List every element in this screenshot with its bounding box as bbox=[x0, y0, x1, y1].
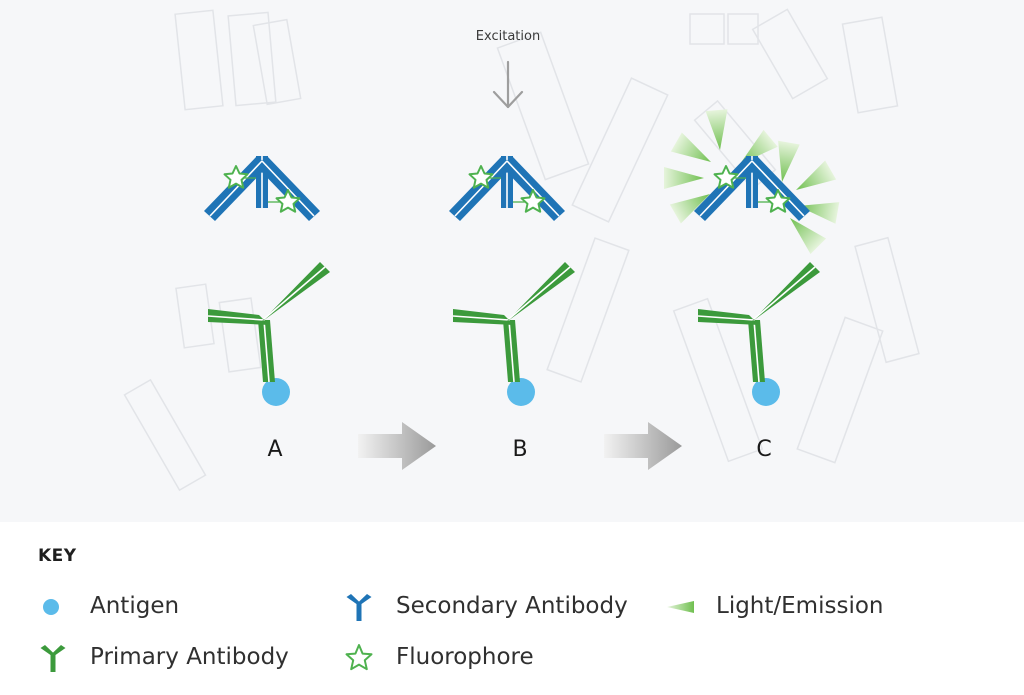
key-title: KEY bbox=[38, 546, 77, 566]
key-label-fluorophore: Fluorophore bbox=[396, 644, 534, 670]
process-arrow-2 bbox=[604, 422, 682, 470]
background-molecule-outlines bbox=[123, 8, 920, 492]
excitation-label: Excitation bbox=[476, 29, 540, 44]
fluorophore-star-icon bbox=[345, 644, 373, 671]
antigen-dot-icon bbox=[43, 599, 59, 615]
key-label-antigen: Antigen bbox=[90, 593, 180, 619]
key-item-secondary-antibody: Secondary Antibody bbox=[344, 592, 644, 622]
secondary-antibody-icon bbox=[346, 594, 372, 621]
key-item-primary-antibody: Primary Antibody bbox=[38, 643, 318, 673]
antigen-b bbox=[507, 378, 535, 406]
key-label-primary-antibody: Primary Antibody bbox=[90, 644, 289, 670]
panel-letter-a: A bbox=[267, 437, 282, 462]
key-item-light-emission: Light/Emission bbox=[664, 592, 964, 622]
excitation-arrow-icon bbox=[492, 60, 524, 109]
process-arrow-1 bbox=[358, 422, 436, 470]
key-label-secondary-antibody: Secondary Antibody bbox=[396, 593, 628, 619]
key-item-fluorophore: Fluorophore bbox=[344, 643, 644, 673]
light-emission-icon bbox=[667, 601, 694, 613]
panel-letter-b: B bbox=[512, 437, 527, 462]
key-item-antigen: Antigen bbox=[38, 592, 318, 622]
primary-antibody-icon bbox=[40, 645, 66, 672]
panel-c: C bbox=[664, 109, 840, 462]
panel-a: A bbox=[203, 155, 331, 462]
antigen-c bbox=[752, 378, 780, 406]
indirect-immunofluorescence-diagram: Excitation A B bbox=[123, 8, 920, 492]
antigen-a bbox=[262, 378, 290, 406]
panel-letter-c: C bbox=[756, 437, 771, 462]
key-label-light-emission: Light/Emission bbox=[716, 593, 884, 619]
panel-b: B bbox=[448, 155, 576, 462]
